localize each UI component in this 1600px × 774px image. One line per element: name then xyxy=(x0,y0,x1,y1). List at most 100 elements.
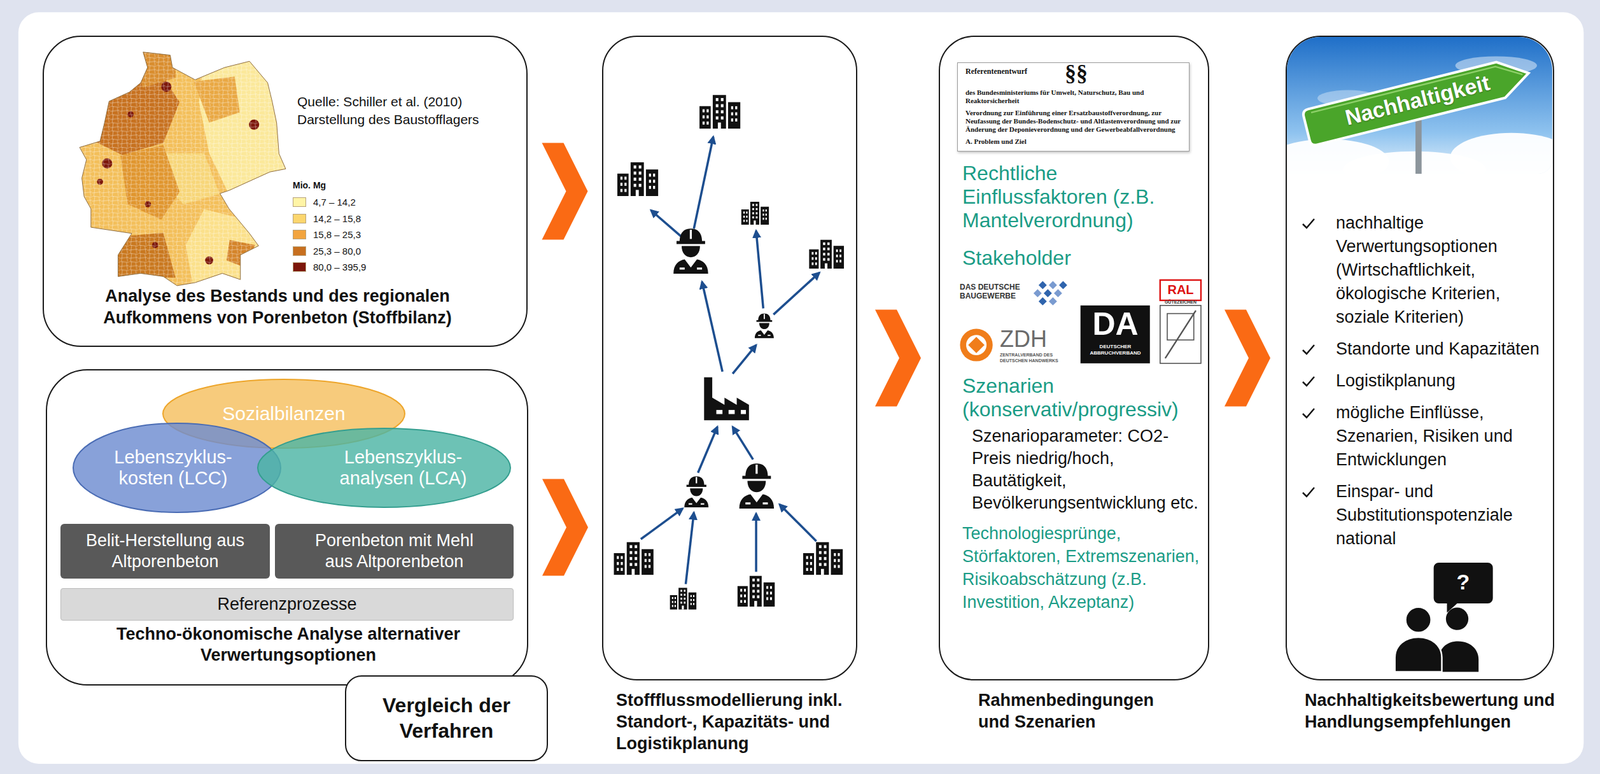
legend-swatch xyxy=(292,197,307,207)
worker-icon xyxy=(684,476,709,508)
checklist-text: mögliche Einflüsse, Szenarien, Risiken u… xyxy=(1335,400,1546,472)
building-icon xyxy=(803,542,843,575)
ral-seal xyxy=(1165,310,1196,359)
flow-arrow xyxy=(773,272,820,315)
flow-chevron xyxy=(1224,309,1271,407)
flow-chevron xyxy=(542,143,589,240)
building-icon xyxy=(617,162,659,197)
checklist-item: Standorte und Kapazitäten xyxy=(1300,337,1550,361)
check-mark xyxy=(1302,487,1315,497)
document-text: Verordnung zur Einführung einer Ersatzba… xyxy=(965,108,1182,134)
flow-arrow xyxy=(754,513,758,572)
da-logo-box xyxy=(1080,305,1151,364)
flow-chevron xyxy=(875,309,921,407)
check-mark xyxy=(1300,215,1317,232)
germany-map xyxy=(71,40,296,296)
discussion-icon xyxy=(1445,607,1469,631)
document-heading: Referentenentwurf xyxy=(965,66,1061,76)
venn-label: Lebenszyklus- kosten (LCC) xyxy=(99,446,247,490)
building-icon xyxy=(737,575,775,607)
process-box: Porenbeton mit Mehl aus Altporenbeton xyxy=(274,523,514,579)
legend-text: 80,0 – 395,9 xyxy=(313,260,366,274)
ral-seal xyxy=(1160,305,1201,364)
document-text: des Bundesministeriums für Umwelt, Natur… xyxy=(965,88,1182,106)
venn-ellipse: Lebenszyklus- analysen (LCA) xyxy=(256,427,512,509)
analysis-panel: Quelle: Schiller et al. (2010) Darstellu… xyxy=(42,35,528,347)
flow-arrow xyxy=(698,427,718,473)
checklist-text: Einspar- und Substitutionspotenziale nat… xyxy=(1335,479,1546,551)
venn-ellipse-shape xyxy=(257,428,511,508)
logo-cube xyxy=(1048,281,1058,290)
result-panel: Nachhaltigkeitnachhaltige Verwertungsopt… xyxy=(1285,35,1555,681)
stakeholder-heading: Stakeholder xyxy=(962,246,1202,270)
check-mark xyxy=(1300,373,1317,389)
panel-caption: Techno-ökonomische Analyse alternativer … xyxy=(91,623,486,666)
logo-text: DAS DEUTSCHE BAUGEWERBE xyxy=(959,282,1029,301)
direction-sign xyxy=(1302,55,1534,147)
venn-label: Sozialbilanzen xyxy=(182,402,386,426)
panel-caption: Analyse des Bestands und des regionalen … xyxy=(73,285,482,329)
legend-swatch xyxy=(292,213,307,224)
checklist-item: Einspar- und Substitutionspotenziale nat… xyxy=(1300,479,1550,551)
legend-swatch xyxy=(292,229,307,240)
building-icon xyxy=(614,542,654,575)
checklist-item: nachhaltige Verwertungsoptionen (Wirtsch… xyxy=(1300,211,1550,330)
flow-arrow xyxy=(693,136,713,229)
content-sheet xyxy=(18,12,1584,764)
logo-cube xyxy=(1053,288,1063,298)
logo-text: ZDH xyxy=(999,327,1047,352)
logo-cube xyxy=(1048,297,1058,306)
flow-arrow xyxy=(685,512,694,584)
legend-text: 15,8 – 25,3 xyxy=(313,228,361,241)
check-mark xyxy=(1300,405,1317,421)
flow-chevron xyxy=(875,309,921,407)
flow-arrow xyxy=(640,136,820,585)
germany-map xyxy=(71,40,296,296)
discussion-icon xyxy=(1405,607,1432,633)
flow-chevron xyxy=(542,479,589,576)
flow-arrow xyxy=(651,210,682,237)
checklist-text: Standorte und Kapazitäten xyxy=(1335,337,1546,361)
legend-text: 25,3 – 80,0 xyxy=(313,245,361,258)
legend-swatch xyxy=(292,246,307,256)
legend-title: Mio. Mg xyxy=(292,179,326,191)
document-text: A. Problem und Ziel xyxy=(965,137,1182,146)
legend-swatch xyxy=(292,262,307,272)
building-icon xyxy=(670,587,697,610)
logo-text: RAL xyxy=(1160,280,1201,300)
flow-arrow xyxy=(732,344,757,374)
scenario-panel: Referentenentwurf§§des Bundesministerium… xyxy=(938,35,1210,681)
venn-label: Lebenszyklus- analysen (LCA) xyxy=(327,446,480,490)
germany-map xyxy=(71,40,296,296)
panel-caption: Rahmenbedingungen und Szenarien xyxy=(978,689,1170,733)
panel-caption: Nachhaltigkeitsbewertung und Handlungsem… xyxy=(1304,689,1560,733)
zdh-emblem xyxy=(966,334,987,356)
material-flow-network xyxy=(614,94,845,610)
scenario-risks: Technologiesprünge, Störfaktoren, Extrem… xyxy=(962,521,1201,614)
reference-bar: Referenzprozesse xyxy=(60,588,514,621)
flow-chevron xyxy=(1224,309,1271,407)
check-mark xyxy=(1302,408,1315,418)
ral-logo-box xyxy=(1160,280,1201,301)
building-icon xyxy=(741,201,769,225)
logo-text: GÜTEZEICHEN xyxy=(1160,299,1201,305)
check-mark xyxy=(1302,376,1315,386)
legal-heading: Rechtliche Einflussfaktoren (z.B. Mantel… xyxy=(962,161,1202,233)
checklist-text: Logistikplanung xyxy=(1335,369,1546,393)
check-mark xyxy=(1302,344,1315,354)
analysis-panel: Techno-ökonomische Analyse alternativer … xyxy=(45,369,529,686)
checklist-text: nachhaltige Verwertungsoptionen (Wirtsch… xyxy=(1335,211,1546,330)
discussion-icon xyxy=(1438,640,1480,672)
germany-map xyxy=(79,52,286,286)
comparison-box: Vergleich der Verfahren xyxy=(344,675,548,762)
check-mark xyxy=(1302,218,1315,228)
worker-icon xyxy=(739,463,775,509)
check-mark xyxy=(1300,341,1317,358)
flow-arrow xyxy=(779,504,817,541)
venn-ellipse: Lebenszyklus- kosten (LCC) xyxy=(71,421,282,514)
worker-icon xyxy=(754,313,774,338)
logo-cube xyxy=(1033,288,1042,298)
discussion-icon xyxy=(1433,562,1494,613)
